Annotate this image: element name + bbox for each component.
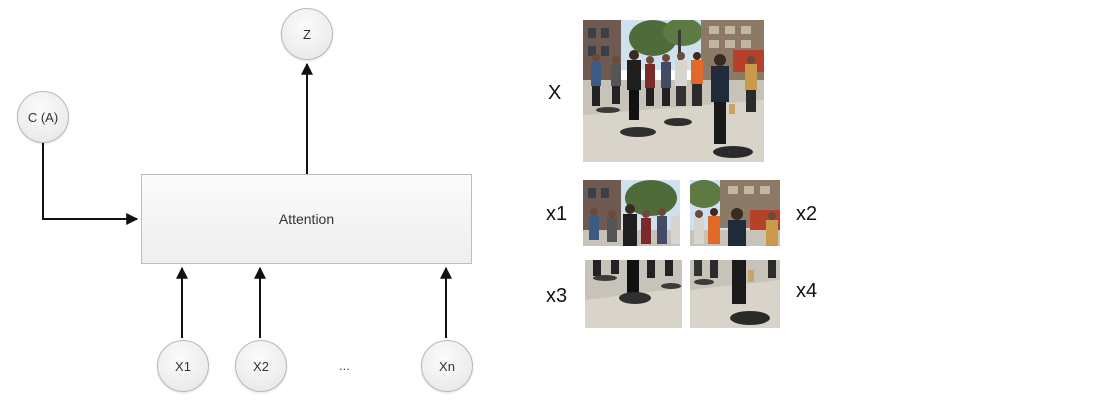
node-x2: X2 [235,340,287,392]
street-photo-crop-x2-graphic [690,180,780,246]
arrow-c-to-attention [42,142,139,225]
ellipsis: ... [339,358,350,373]
street-photo-crop-x4 [690,260,780,328]
street-photo-crop-x1 [583,180,680,246]
node-z: Z [281,8,333,60]
street-photo-crop-x3-graphic [585,260,682,328]
street-photo-full [583,20,764,162]
label-crop-x3: x3 [546,285,568,307]
node-x1: X1 [157,340,209,392]
label-crop-x4: x4 [796,280,818,302]
label-crop-x1: x1 [546,203,568,225]
street-photo-crop-x1-graphic [583,180,680,246]
label-crop-x2: x2 [796,203,818,225]
node-xn-label: Xn [439,358,455,374]
label-full-image: X [548,82,562,104]
node-z-label: Z [303,26,311,42]
street-photo-crop-x3 [585,260,682,328]
node-c: C (A) [17,91,69,143]
node-x2-label: X2 [253,358,269,374]
node-x1-label: X1 [175,358,191,374]
node-xn: Xn [421,340,473,392]
street-photo-full-graphic [583,20,764,162]
node-c-label: C (A) [27,109,59,125]
attention-label: Attention [278,211,335,227]
attention-block: Attention [141,174,472,264]
street-photo-crop-x4-graphic [690,260,780,328]
street-photo-crop-x2 [690,180,780,246]
